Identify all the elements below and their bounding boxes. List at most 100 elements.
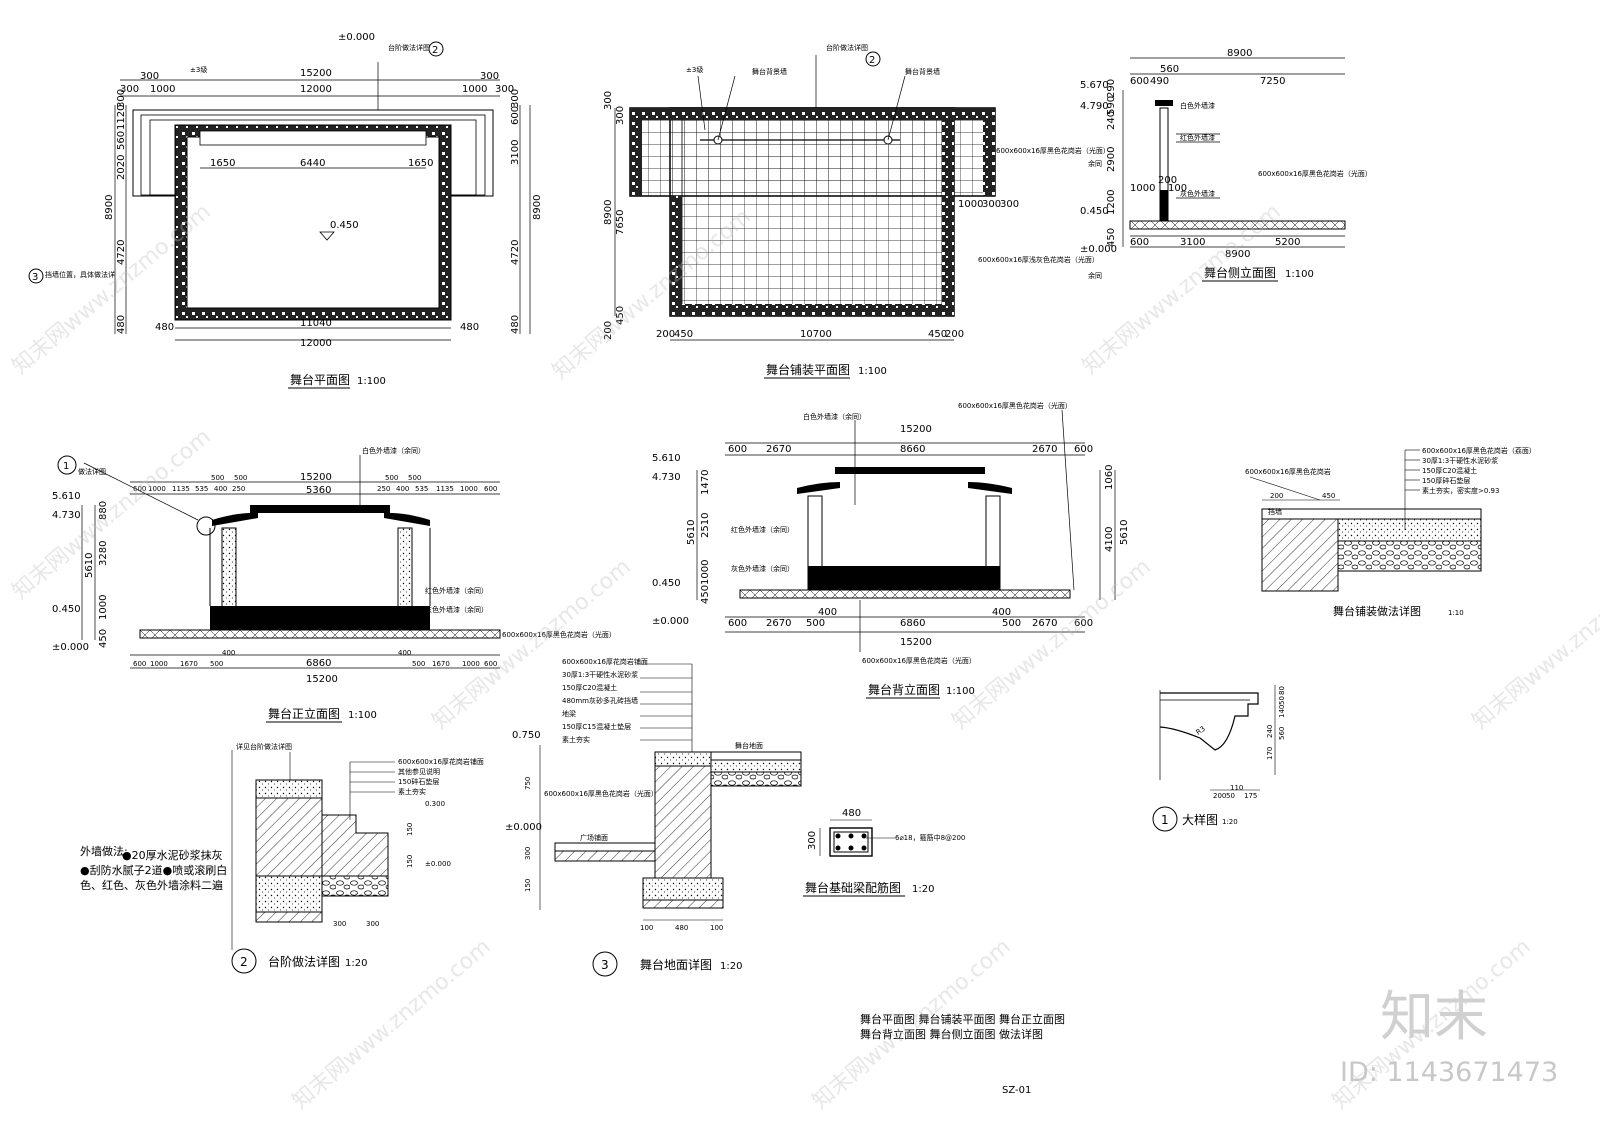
front-dim: 1670 xyxy=(432,660,450,668)
side-dim: 1200 xyxy=(1106,190,1117,215)
front-dim: 400 xyxy=(222,649,235,657)
front-dim: 500 xyxy=(234,474,247,482)
front-dim: 1000 xyxy=(460,485,478,493)
paving-dim: 200 xyxy=(603,321,614,340)
back-dim: 2510 xyxy=(700,513,711,538)
paving-detail-dim: 200 xyxy=(1270,492,1283,500)
front-dim: 600 xyxy=(133,660,146,668)
paving-detail-layer: 素土夯实，密实度>0.93 xyxy=(1422,486,1499,495)
front-dim: 6860 xyxy=(306,658,331,669)
plan-dim: 12000 xyxy=(300,338,332,349)
paving-dim: 300 xyxy=(982,199,1001,210)
front-elevation: 1 做法详图 白色外墙漆（余同） 15200 600 1000 1135 535… xyxy=(52,446,616,723)
svg-text:知末网www.znzmo.com: 知末网www.znzmo.com xyxy=(1468,554,1600,734)
floor-detail-layer: 素土夯实 xyxy=(562,735,590,744)
paving-detail-title: 舞台铺装做法详图 xyxy=(1333,604,1421,618)
paving-dim: 450 xyxy=(928,329,947,340)
step-detail-title: 台阶做法详图 xyxy=(268,954,340,969)
back-elev: 4.730 xyxy=(652,472,681,483)
back-dim: 600 xyxy=(1074,618,1093,629)
front-elev: 5.610 xyxy=(52,491,81,502)
front-dim: 535 xyxy=(195,485,208,493)
paving-scale: 1:100 xyxy=(858,366,887,377)
back-dim: 1060 xyxy=(1104,465,1115,490)
plan-dim: 300 xyxy=(480,71,499,82)
paving-back-wall-label: 舞台背景墙 xyxy=(905,67,940,76)
front-title: 舞台正立面图 xyxy=(268,706,340,721)
paving-dim: 200 xyxy=(656,329,675,340)
back-dim: 6860 xyxy=(900,618,925,629)
floor-detail-dim: 100 xyxy=(710,924,723,932)
paving-tile-grey: 600x600x16厚浅灰色花岗岩（光面） xyxy=(978,255,1099,264)
paving-detail-edge: 挡墙 xyxy=(1268,507,1282,516)
paving-dim: 1000 xyxy=(958,199,983,210)
paving-detail-scale: 1:10 xyxy=(1448,609,1464,617)
front-dim: 250 xyxy=(232,485,245,493)
detail1-num: 1 xyxy=(1161,813,1169,827)
back-scale: 1:100 xyxy=(946,686,975,697)
back-dim: 500 xyxy=(806,618,825,629)
side-dim: 7250 xyxy=(1260,76,1285,87)
beam-title: 舞台基础梁配筋图 xyxy=(805,880,901,895)
floor-detail-dim: 480 xyxy=(675,924,688,932)
back-dim: 2670 xyxy=(766,444,791,455)
plan-wall-note: 挡墙位置，具体做法详 xyxy=(45,270,115,279)
svg-text:480: 480 xyxy=(510,315,521,334)
plan-dim: 12000 xyxy=(300,84,332,95)
front-dim: 500 xyxy=(385,474,398,482)
front-dim: 1000 xyxy=(150,660,168,668)
paving-detail: 600x600x16厚黑色花岗岩（荔面） 30厚1:3干硬性水泥砂浆 150厚C… xyxy=(1245,446,1536,618)
paving-detail-layer: 150厚碎石垫层 xyxy=(1422,476,1470,485)
svg-text:1120: 1120 xyxy=(116,105,127,130)
front-dim: 400 xyxy=(398,649,411,657)
plan-dim: 300 xyxy=(140,71,159,82)
plan-scale: 1:100 xyxy=(357,376,386,387)
side-dim: 600 xyxy=(1130,237,1149,248)
paving-detail-layer: 150厚C20混凝土 xyxy=(1422,466,1477,475)
paving-detail-layer: 30厚1:3干硬性水泥砂浆 xyxy=(1422,456,1498,465)
side-dim: 1000 xyxy=(1130,183,1155,194)
floor-detail-title: 舞台地面详图 xyxy=(640,957,712,972)
side-elevation: 8900 560 600 490 7250 5.670 4.790 0.450 … xyxy=(1080,48,1372,282)
floor-detail-dim: 300 xyxy=(524,847,532,860)
paving-detail-ref: 台阶做法详图 xyxy=(826,43,868,52)
side-title: 舞台侧立面图 xyxy=(1204,265,1276,280)
back-dim: 1000 xyxy=(700,560,711,585)
front-dim: 1670 xyxy=(180,660,198,668)
side-dim: 450 xyxy=(1106,228,1117,247)
paving-dim: 200 xyxy=(945,329,964,340)
step-detail-layer: 素土夯实 xyxy=(398,787,426,796)
step-detail-layer: 600x600x16厚花岗岩铺面 xyxy=(398,757,484,766)
beam-width: 480 xyxy=(842,808,861,819)
side-dim: 590 xyxy=(1106,96,1117,115)
brand-logo: 知末 xyxy=(1380,985,1488,1048)
paving-back-wall-label: 舞台背景墙 xyxy=(752,67,787,76)
floor-detail-layer: 150厚C15混凝土垫层 xyxy=(562,722,631,731)
paving-dim: 450 xyxy=(615,306,626,325)
paving-detail-dim: 450 xyxy=(1322,492,1335,500)
plan-elev-stage: 0.450 xyxy=(330,220,359,231)
svg-text:3100: 3100 xyxy=(510,140,521,165)
svg-text:480: 480 xyxy=(116,315,127,334)
paving-detail-tile: 600x600x16厚黑色花岗岩 xyxy=(1245,467,1331,476)
paving-dim: 300 xyxy=(1000,199,1019,210)
back-red: 红色外墙漆（余同） xyxy=(731,525,794,534)
front-grey: 灰色外墙漆（余同） xyxy=(425,605,488,614)
image-id: ID: 1143671473 xyxy=(1340,1057,1558,1088)
front-dim: 1135 xyxy=(436,485,454,493)
plan-dim: 1650 xyxy=(408,158,433,169)
side-dim: 8900 xyxy=(1227,48,1252,59)
front-dim: 3280 xyxy=(98,541,109,566)
plan-step-ref: 2 xyxy=(432,45,438,56)
back-dim: 5610 xyxy=(1119,520,1130,545)
step-detail-elev: ±0.000 xyxy=(425,860,451,868)
front-dim: 600 xyxy=(133,485,146,493)
front-dim: 450 xyxy=(98,629,109,648)
paving-tile-black: 600x600x16厚黑色花岗岩（光面） xyxy=(996,146,1110,155)
front-dim: 535 xyxy=(415,485,428,493)
floor-detail-layer: 30厚1:3干硬性水泥砂浆 xyxy=(562,670,638,679)
front-tile: 600x600x16厚黑色花岗岩（光面） xyxy=(502,630,616,639)
back-dim: 15200 xyxy=(900,637,932,648)
step-detail-dim: 150 xyxy=(406,855,414,868)
floor-detail-dim: 150 xyxy=(524,879,532,892)
